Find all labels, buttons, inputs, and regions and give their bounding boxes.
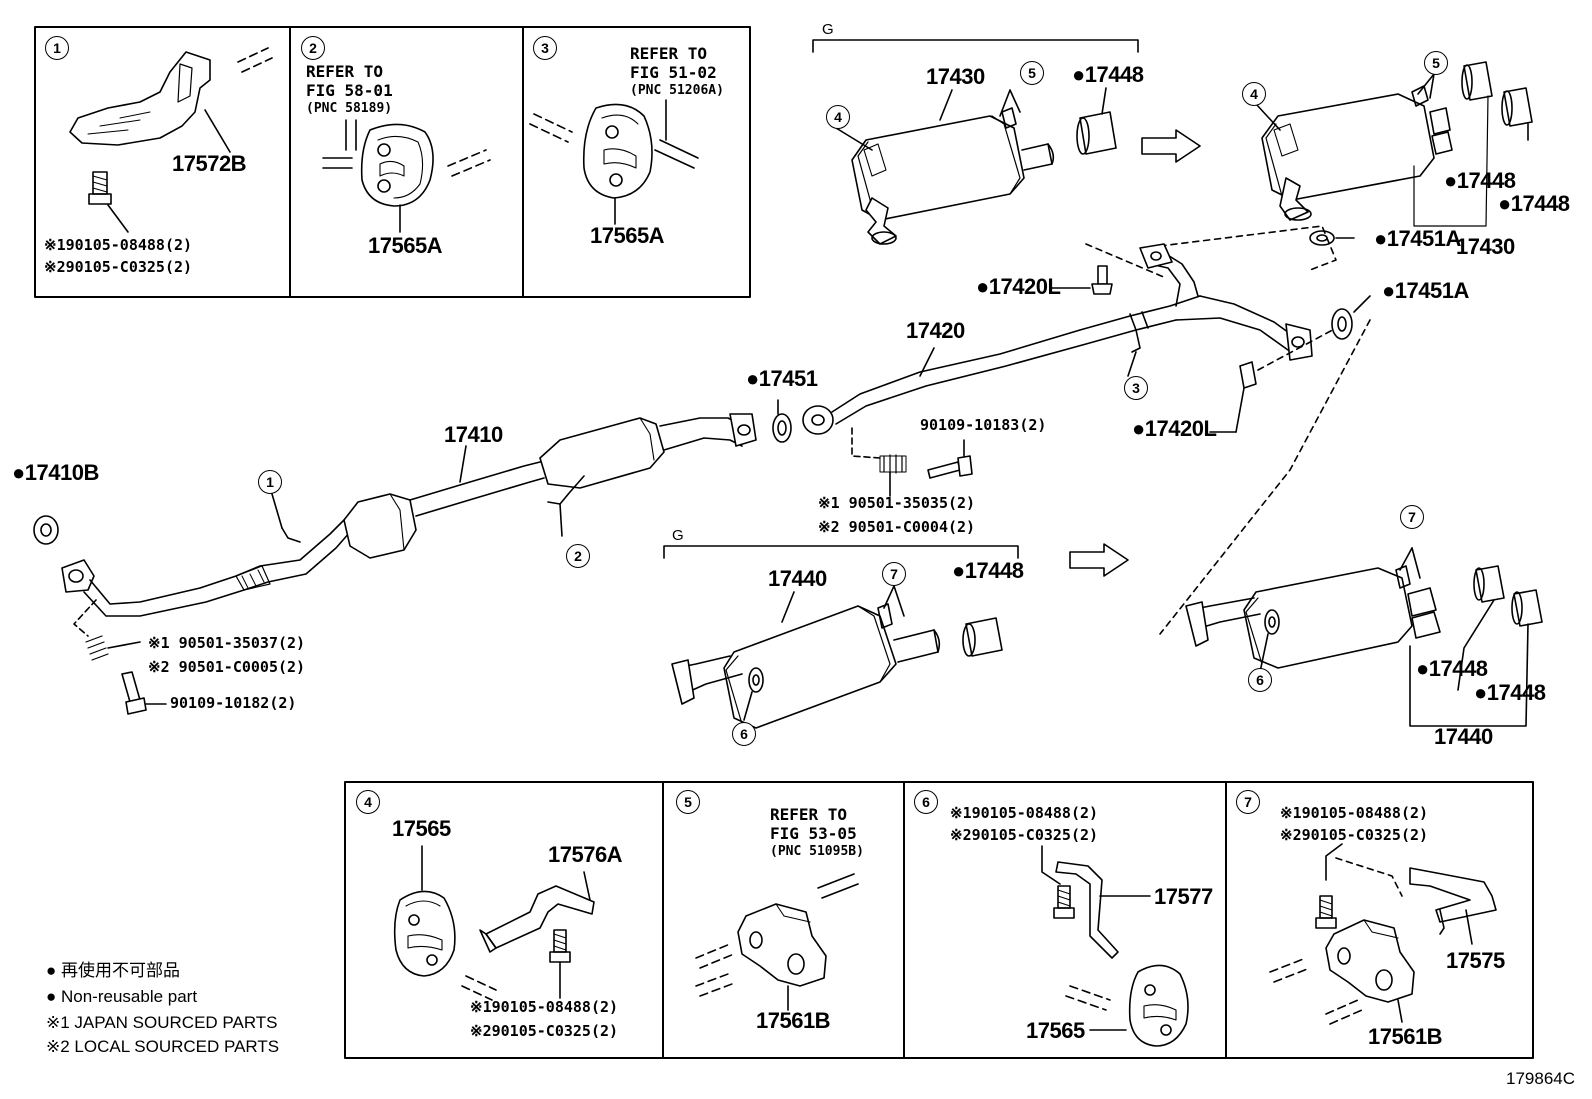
callout-3-main: 3 [1124, 376, 1148, 400]
part-17420L-top: ●17420L [976, 274, 1061, 299]
bolt-box1-japan: ※190105-08488(2) [44, 236, 193, 254]
spring-center-local: ※2 90501-C0004(2) [818, 518, 976, 536]
legend-local-sourced: ※2 LOCAL SOURCED PARTS [46, 1037, 280, 1056]
bolt-box7-japan: ※190105-08488(2) [1280, 804, 1429, 822]
bolt-90109-10183: 90109-10183(2) [920, 416, 1047, 434]
bolt-box6-local: ※290105-C0325(2) [950, 826, 1099, 844]
legend-japan-sourced: ※1 JAPAN SOURCED PARTS [46, 1013, 278, 1032]
refer-box2-line1: REFER TO [306, 62, 384, 81]
muffler-17440-group [663, 545, 1019, 729]
callout-6-right: 6 [1248, 668, 1272, 692]
legend-jp-nonreusable: ● 再使用不可部品 [46, 961, 180, 980]
part-17420: 17420 [906, 318, 965, 343]
part-17561B-box7: 17561B [1368, 1024, 1443, 1049]
part-17451: ●17451 [746, 366, 818, 391]
detail-box-6 [903, 781, 1227, 1059]
part-17577: 17577 [1154, 884, 1213, 909]
part-17576A: 17576A [548, 842, 623, 867]
spring-front-local: ※2 90501-C0005(2) [148, 658, 306, 676]
part-17410B: ●17410B [12, 460, 99, 485]
part-17448-bottom: ●17448 [952, 558, 1024, 583]
muffler-17430-right [1255, 61, 1533, 246]
refer-box3-line2: FIG 51-02 [630, 63, 717, 82]
part-17440: 17440 [768, 566, 827, 591]
refer-box3-line1: REFER TO [630, 44, 708, 63]
bolt-box4-japan: ※190105-08488(2) [470, 998, 619, 1016]
callout-6-box: 6 [914, 790, 938, 814]
muffler-17430-group [812, 39, 1139, 245]
part-17430-top: 17430 [926, 64, 985, 89]
callout-5-box: 5 [676, 790, 700, 814]
part-17448-top: ●17448 [1072, 62, 1144, 87]
part-17565A-box3: 17565A [590, 223, 665, 248]
refer-box5-line3: (PNC 51095B) [770, 844, 864, 859]
bolt-box6-japan: ※190105-08488(2) [950, 804, 1099, 822]
callout-5-top: 5 [1020, 61, 1044, 85]
refer-box5-line1: REFER TO [770, 805, 848, 824]
part-17430-right: 17430 [1456, 234, 1515, 259]
legend-nonreusable: ● Non-reusable part [46, 987, 198, 1006]
muffler-17440-right [1185, 547, 1543, 727]
callout-3-box: 3 [533, 36, 557, 60]
bolt-box4-local: ※290105-C0325(2) [470, 1022, 619, 1040]
part-17451A-mid: ●17451A [1382, 278, 1469, 303]
part-17448-bottom-r1: ●17448 [1416, 656, 1488, 681]
part-17448-top-r2: ●17448 [1498, 191, 1570, 216]
callout-7-right: 7 [1400, 505, 1424, 529]
arrow-right-icon-2 [1069, 543, 1129, 577]
callout-7-bottom: 7 [882, 562, 906, 586]
callout-4-top: 4 [826, 105, 850, 129]
group-g-top: G [822, 21, 834, 38]
figure-code: 179864C [1506, 1069, 1576, 1088]
spring-center-japan: ※1 90501-35035(2) [818, 494, 976, 512]
callout-2-main: 2 [566, 544, 590, 568]
detail-box-4 [344, 781, 664, 1059]
callout-7-box: 7 [1236, 790, 1260, 814]
part-17565A-box2: 17565A [368, 233, 443, 258]
refer-box5-line2: FIG 53-05 [770, 824, 857, 843]
part-17451A-top: ●17451A [1374, 226, 1461, 251]
bolt-box1-local: ※290105-C0325(2) [44, 258, 193, 276]
detail-box-1 [34, 26, 291, 298]
bolt-90109-10182: 90109-10182(2) [170, 694, 297, 712]
part-17448-bottom-r2: ●17448 [1474, 680, 1546, 705]
part-17575: 17575 [1446, 948, 1505, 973]
part-17420L-bottom: ●17420L [1132, 416, 1217, 441]
part-17561B-box5: 17561B [756, 1008, 831, 1033]
refer-box2-line3: (PNC 58189) [306, 101, 393, 116]
callout-1-box: 1 [45, 36, 69, 60]
gasket-17451 [772, 413, 792, 443]
callout-4-right: 4 [1242, 82, 1266, 106]
spring-front-japan: ※1 90501-35037(2) [148, 634, 306, 652]
detail-box-7 [1225, 781, 1534, 1059]
callout-1-main: 1 [258, 470, 282, 494]
front-pipe-17410 [61, 413, 757, 617]
bolt-box7-local: ※290105-C0325(2) [1280, 826, 1429, 844]
refer-box2-line2: FIG 58-01 [306, 81, 393, 100]
refer-box3-line3: (PNC 51206A) [630, 83, 724, 98]
detail-box-5 [662, 781, 905, 1059]
part-17572B: 17572B [172, 151, 247, 176]
part-17565-box4: 17565 [392, 816, 451, 841]
arrow-right-icon [1141, 129, 1201, 163]
callout-2-box: 2 [301, 36, 325, 60]
center-pipe-17420 [802, 243, 1371, 435]
callout-4-box: 4 [356, 790, 380, 814]
part-17448-top-r1: ●17448 [1444, 168, 1516, 193]
part-17410: 17410 [444, 422, 503, 447]
group-g-bottom: G [672, 527, 684, 544]
callout-6-bottom: 6 [732, 722, 756, 746]
callout-5-right: 5 [1424, 51, 1448, 75]
part-17440-right: 17440 [1434, 724, 1493, 749]
part-17565-box6: 17565 [1026, 1018, 1085, 1043]
detail-box-3 [522, 26, 751, 298]
